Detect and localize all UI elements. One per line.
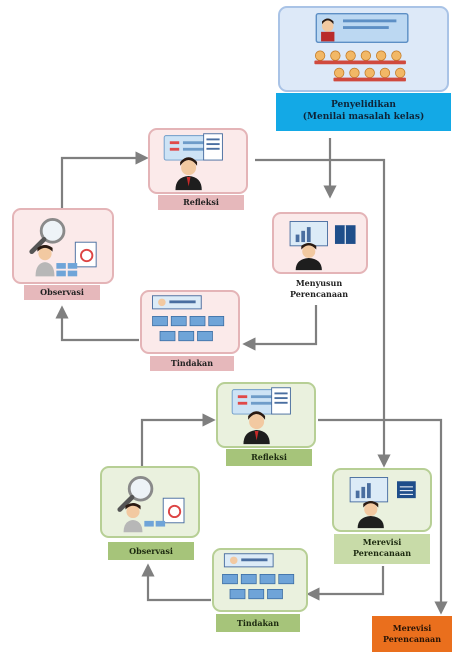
merevisi-label: Merevisi Perencanaan (334, 534, 430, 564)
penyelidikan-line2: (Menilai masalah kelas) (302, 112, 425, 122)
final-merevisi-label: Merevisi Perencanaan (372, 616, 452, 652)
refleksi-label: Refleksi (158, 195, 244, 210)
arrow-tindakan2-to-observasi2 (141, 563, 211, 602)
final-line2: Perencanaan (382, 634, 442, 644)
arrow-observasi2-to-refleksi2 (140, 413, 216, 466)
magnifier-icon (29, 218, 97, 277)
penyelidikan-line1: Penyelidikan (331, 100, 396, 110)
tindakan2-box (212, 548, 308, 612)
teacher-document-icon (163, 133, 223, 191)
tindakan2-label: Tindakan (216, 614, 300, 632)
observasi-label: Observasi (24, 285, 100, 300)
menyusun-box (272, 212, 368, 274)
refleksi2-box (216, 382, 316, 448)
merevisi-line2: Perencanaan (352, 548, 412, 558)
arrow-refleksi2-to-final (318, 418, 448, 615)
arrow-tindakan-to-observasi (55, 305, 139, 342)
tindakan-box (140, 290, 240, 354)
classroom-icon (152, 295, 225, 342)
penyelidikan-label: Penyelidikan (Menilai masalah kelas) (276, 93, 451, 131)
chart-board-icon (289, 221, 356, 271)
refleksi2-label: Refleksi (226, 449, 312, 466)
chart-board-icon (349, 477, 416, 529)
penyelidikan-box (278, 6, 449, 92)
arrow-observasi-to-refleksi (60, 151, 149, 208)
observasi2-box (100, 466, 200, 538)
arrow-refleksi-to-merevisi (255, 158, 391, 468)
menyusun-label: Menyusun Perencanaan (276, 278, 362, 304)
menyusun-line2: Perencanaan (289, 289, 349, 299)
final-line1: Merevisi (392, 623, 432, 633)
classroom-icon (314, 13, 409, 82)
observasi2-label: Observasi (108, 542, 194, 560)
refleksi-box (148, 128, 248, 194)
arrow-menyusun-to-tindakan (242, 305, 318, 351)
merevisi-box (332, 468, 432, 532)
arrow-merevisi-to-tindakan2 (306, 566, 385, 601)
observasi-box (12, 208, 114, 284)
magnifier-icon (117, 476, 185, 533)
tindakan-label: Tindakan (150, 356, 234, 371)
menyusun-line1: Menyusun (295, 278, 343, 288)
merevisi-line1: Merevisi (362, 537, 402, 547)
teacher-document-icon (231, 387, 291, 445)
classroom-icon (222, 553, 295, 600)
